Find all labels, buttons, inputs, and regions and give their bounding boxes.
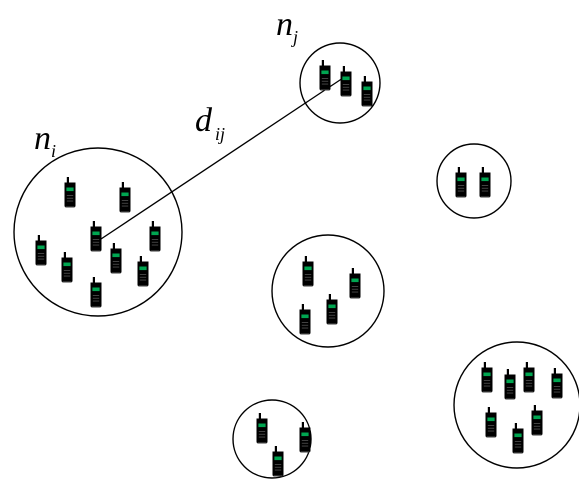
mobile-phone-icon bbox=[272, 446, 284, 477]
cluster-j-circle bbox=[299, 42, 381, 124]
label-n-j: nj bbox=[276, 6, 298, 47]
distance-line bbox=[100, 77, 344, 240]
mobile-phone-icon bbox=[531, 405, 543, 436]
mobile-phone-icon bbox=[110, 243, 122, 274]
mobile-phone-icon bbox=[349, 268, 361, 299]
mobile-phone-icon bbox=[361, 76, 373, 107]
mobile-phone-icon bbox=[455, 167, 467, 198]
mobile-phone-icon bbox=[61, 252, 73, 283]
mobile-phone-icon bbox=[137, 256, 149, 287]
mobile-phone-icon bbox=[326, 294, 338, 325]
mobile-phone-icon bbox=[512, 423, 524, 454]
mobile-phone-icon bbox=[256, 413, 268, 444]
mobile-phone-icon bbox=[90, 277, 102, 308]
mobile-phone-icon bbox=[64, 177, 76, 208]
mobile-phone-icon bbox=[523, 362, 535, 393]
cluster-small-right-circle bbox=[436, 143, 512, 219]
mobile-phone-icon bbox=[485, 407, 497, 438]
mobile-phone-icon bbox=[119, 182, 131, 213]
cluster-i-circle bbox=[13, 147, 183, 317]
mobile-phone-icon bbox=[90, 221, 102, 252]
cluster-bottom-circle bbox=[232, 399, 312, 479]
mobile-phone-icon bbox=[35, 235, 47, 266]
mobile-phone-icon bbox=[340, 66, 352, 97]
mobile-phone-icon bbox=[551, 368, 563, 399]
mobile-phone-icon bbox=[481, 362, 493, 393]
mobile-phone-icon bbox=[299, 304, 311, 335]
mobile-phone-icon bbox=[302, 256, 314, 287]
mobile-phone-icon bbox=[479, 167, 491, 198]
label-n-i: ni bbox=[34, 120, 56, 161]
mobile-phone-icon bbox=[504, 369, 516, 400]
mobile-phone-icon bbox=[149, 221, 161, 252]
mobile-phone-icon bbox=[319, 60, 331, 91]
cluster-middle-circle bbox=[271, 234, 385, 348]
cluster-bottom-right-circle bbox=[453, 341, 579, 469]
